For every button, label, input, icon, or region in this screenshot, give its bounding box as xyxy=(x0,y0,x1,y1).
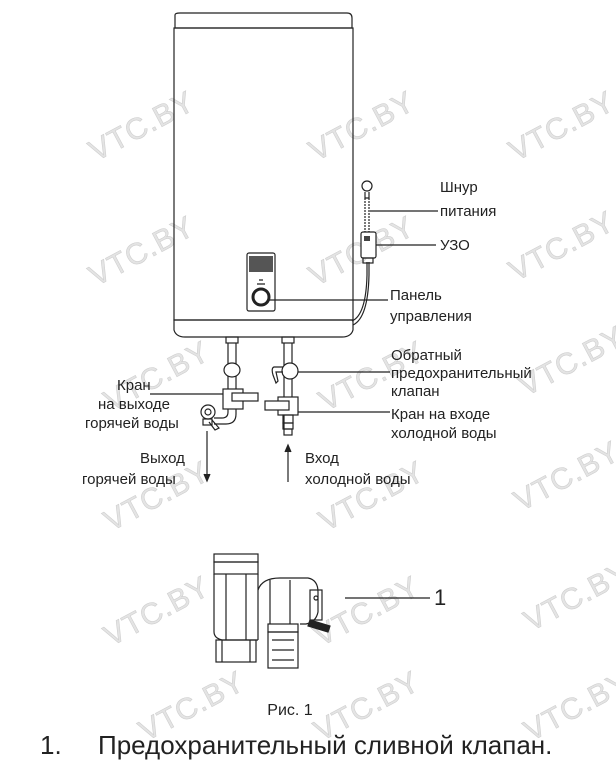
label-hot-valve-2: на выходе xyxy=(98,396,170,413)
power-cord xyxy=(351,180,373,326)
label-panel-2: управления xyxy=(390,308,472,325)
label-hot-out-1: Выход xyxy=(140,450,185,467)
callout-1: 1 xyxy=(434,585,447,610)
figure-caption: Рис. 1 xyxy=(267,702,313,719)
label-hot-valve-1: Кран xyxy=(117,377,151,394)
label-check-valve-3: клапан xyxy=(391,383,440,400)
legend-text: Предохранительный сливной клапан. xyxy=(98,730,553,760)
safety-drain-valve-drawing xyxy=(213,553,331,669)
leader-lines xyxy=(150,210,438,599)
hot-out-arrow xyxy=(203,431,211,483)
label-cord-1: Шнур xyxy=(440,179,478,196)
label-hot-valve-3: горячей воды xyxy=(85,415,179,432)
hot-outlet-assembly xyxy=(200,336,259,431)
label-rcd: УЗО xyxy=(440,237,470,254)
legend-number: 1. xyxy=(40,730,62,760)
control-panel xyxy=(246,252,276,312)
label-hot-out-2: горячей воды xyxy=(82,471,176,488)
label-cold-valve-1: Кран на входе xyxy=(391,406,491,423)
label-check-valve-2: предохранительный xyxy=(391,365,532,382)
label-cold-in-1: Вход xyxy=(305,450,339,467)
label-check-valve-1: Обратный xyxy=(391,347,462,364)
cold-in-arrow xyxy=(284,443,292,482)
label-cord-2: питания xyxy=(440,203,497,220)
rcd-device xyxy=(360,231,377,264)
cold-inlet-assembly xyxy=(264,336,299,436)
label-panel-1: Панель xyxy=(390,287,442,304)
label-cold-in-2: холодной воды xyxy=(305,471,411,488)
water-heater-tank xyxy=(173,12,354,338)
label-cold-valve-2: холодной воды xyxy=(391,425,497,442)
legend-item: 1. Предохранительный сливной клапан. xyxy=(40,730,552,761)
